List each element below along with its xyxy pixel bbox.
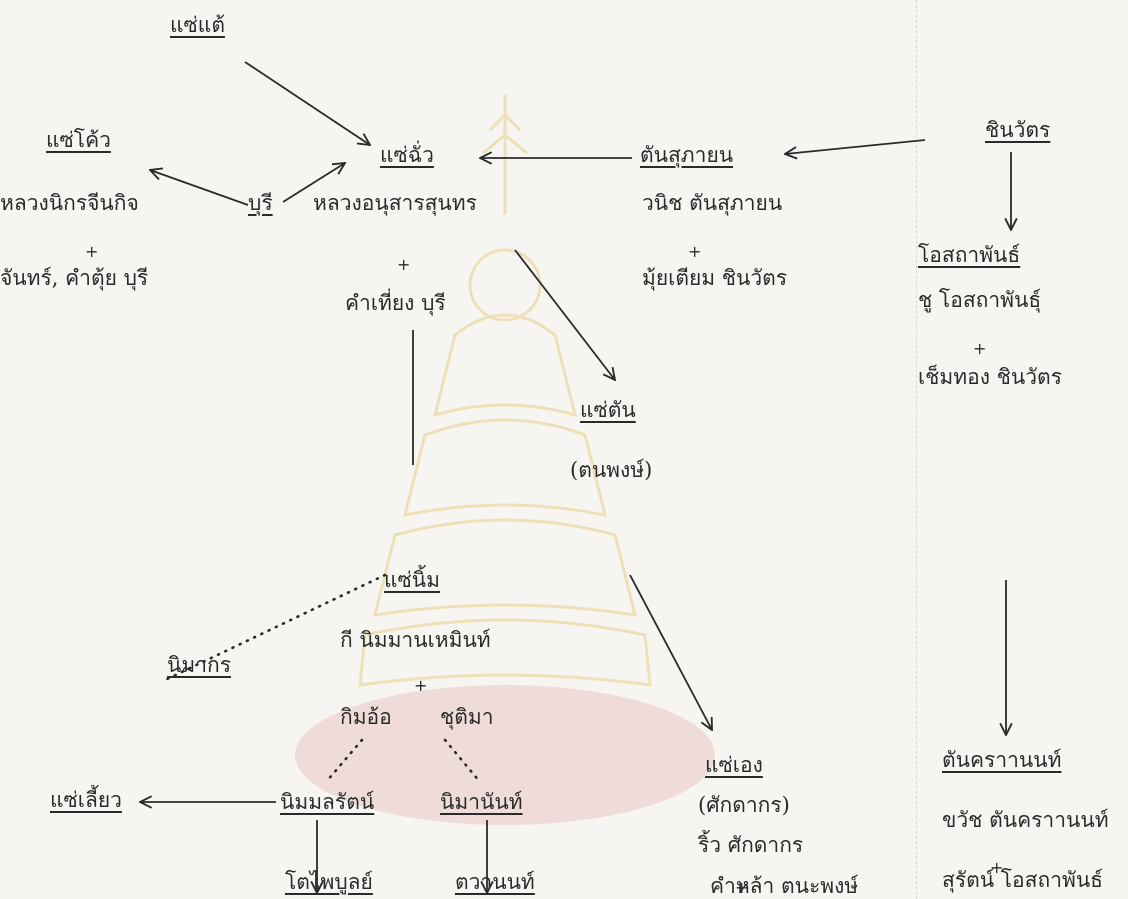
node-luangnikorn: หลวงนิกรจีนกิจ	[0, 191, 139, 215]
node-chutima: ชุติมา	[440, 705, 494, 729]
node-chinawat: ชินวัตร	[985, 118, 1051, 142]
node-saecho: แซ่โค้ว	[46, 128, 111, 152]
node-saetan: แซ่ตัน	[580, 398, 636, 422]
node-tankhananan: ตันคราานนท์	[942, 748, 1062, 772]
node-saetae: แซ่แต้	[170, 13, 225, 37]
dotted-kimo-nimmanrat	[324, 738, 364, 784]
marriage-plus-2: +	[397, 255, 411, 274]
marriage-plus-1: +	[85, 242, 99, 261]
university-seal-watermark	[295, 95, 715, 825]
dotted-chutima-nimanan	[443, 738, 482, 784]
node-muitian: มุ้ยเตียม ชินวัตร	[642, 266, 788, 290]
marriage-plus-3: +	[414, 676, 428, 695]
node-nimmanrat: นิมมลรัตน์	[280, 790, 375, 814]
arrow-buri-saecho	[150, 170, 249, 206]
node-saeeng: แซ่เอง	[705, 753, 763, 777]
node-nimanan: นิมานันท์	[440, 790, 523, 814]
arrow-buri-saechua	[282, 163, 345, 203]
marriage-plus-5: +	[735, 878, 749, 897]
node-toipholay: โตไพบูลย์	[285, 870, 373, 894]
node-saenim: แซ่นิ้ม	[384, 568, 440, 592]
marriage-plus-4: +	[688, 242, 702, 261]
node-osathaphan: โอสถาพันธ์	[918, 243, 1021, 267]
node-ki: กี นิมมานเหมินท์	[340, 628, 491, 652]
dotted-saenim-nimakorn	[163, 573, 387, 682]
marriage-plus-6: +	[973, 339, 987, 358]
node-kimo: กิมอ้อ	[340, 705, 392, 729]
node-wanit: วนิช ตันสุภายน	[642, 191, 783, 215]
node-buri: บุรี	[248, 191, 273, 215]
arrow-luanganusan-saetan	[514, 249, 615, 380]
marriage-plus-7: +	[990, 858, 1004, 877]
node-rio: ริ้ว ศักดากร	[698, 833, 804, 857]
arrow-chinawat-tansuphayon	[785, 139, 926, 154]
node-saeliao: แซ่เลี้ยว	[50, 788, 122, 812]
node-nimakorn: นิมากร	[167, 653, 231, 677]
node-tansuphayon: ตันสุภายน	[640, 143, 734, 167]
node-chan: จันทร์, คำตุ้ย บุรี	[0, 266, 149, 290]
node-tanaphong: (ตนพงษ์)	[570, 458, 653, 482]
node-khawat: ขวัช ตันคราานนท์	[942, 808, 1109, 832]
node-luanganusan: หลวงอนุสารสุนทร	[313, 191, 477, 215]
node-saechua: แซ่ฉั่ว	[380, 143, 434, 167]
node-chu: ชู โอสถาพันธุ์	[918, 288, 1042, 312]
arrow-saetae-saechua	[244, 61, 370, 145]
node-surat: สุรัตน์ โอสถาพันธ์	[942, 868, 1103, 892]
node-twanon: ตวานนท์	[455, 870, 535, 894]
arrow-tanaphong-saeeng	[629, 574, 712, 730]
node-khamla: คำหล้า ตนะพงษ์	[710, 874, 859, 898]
node-khamthiang: คำเที่ยง บุรี	[345, 291, 446, 315]
node-chemthong: เช็มทอง ชินวัตร	[918, 365, 1062, 389]
node-sakdakorn-paren: (ศักดากร)	[698, 793, 790, 817]
page-divider	[916, 0, 917, 899]
